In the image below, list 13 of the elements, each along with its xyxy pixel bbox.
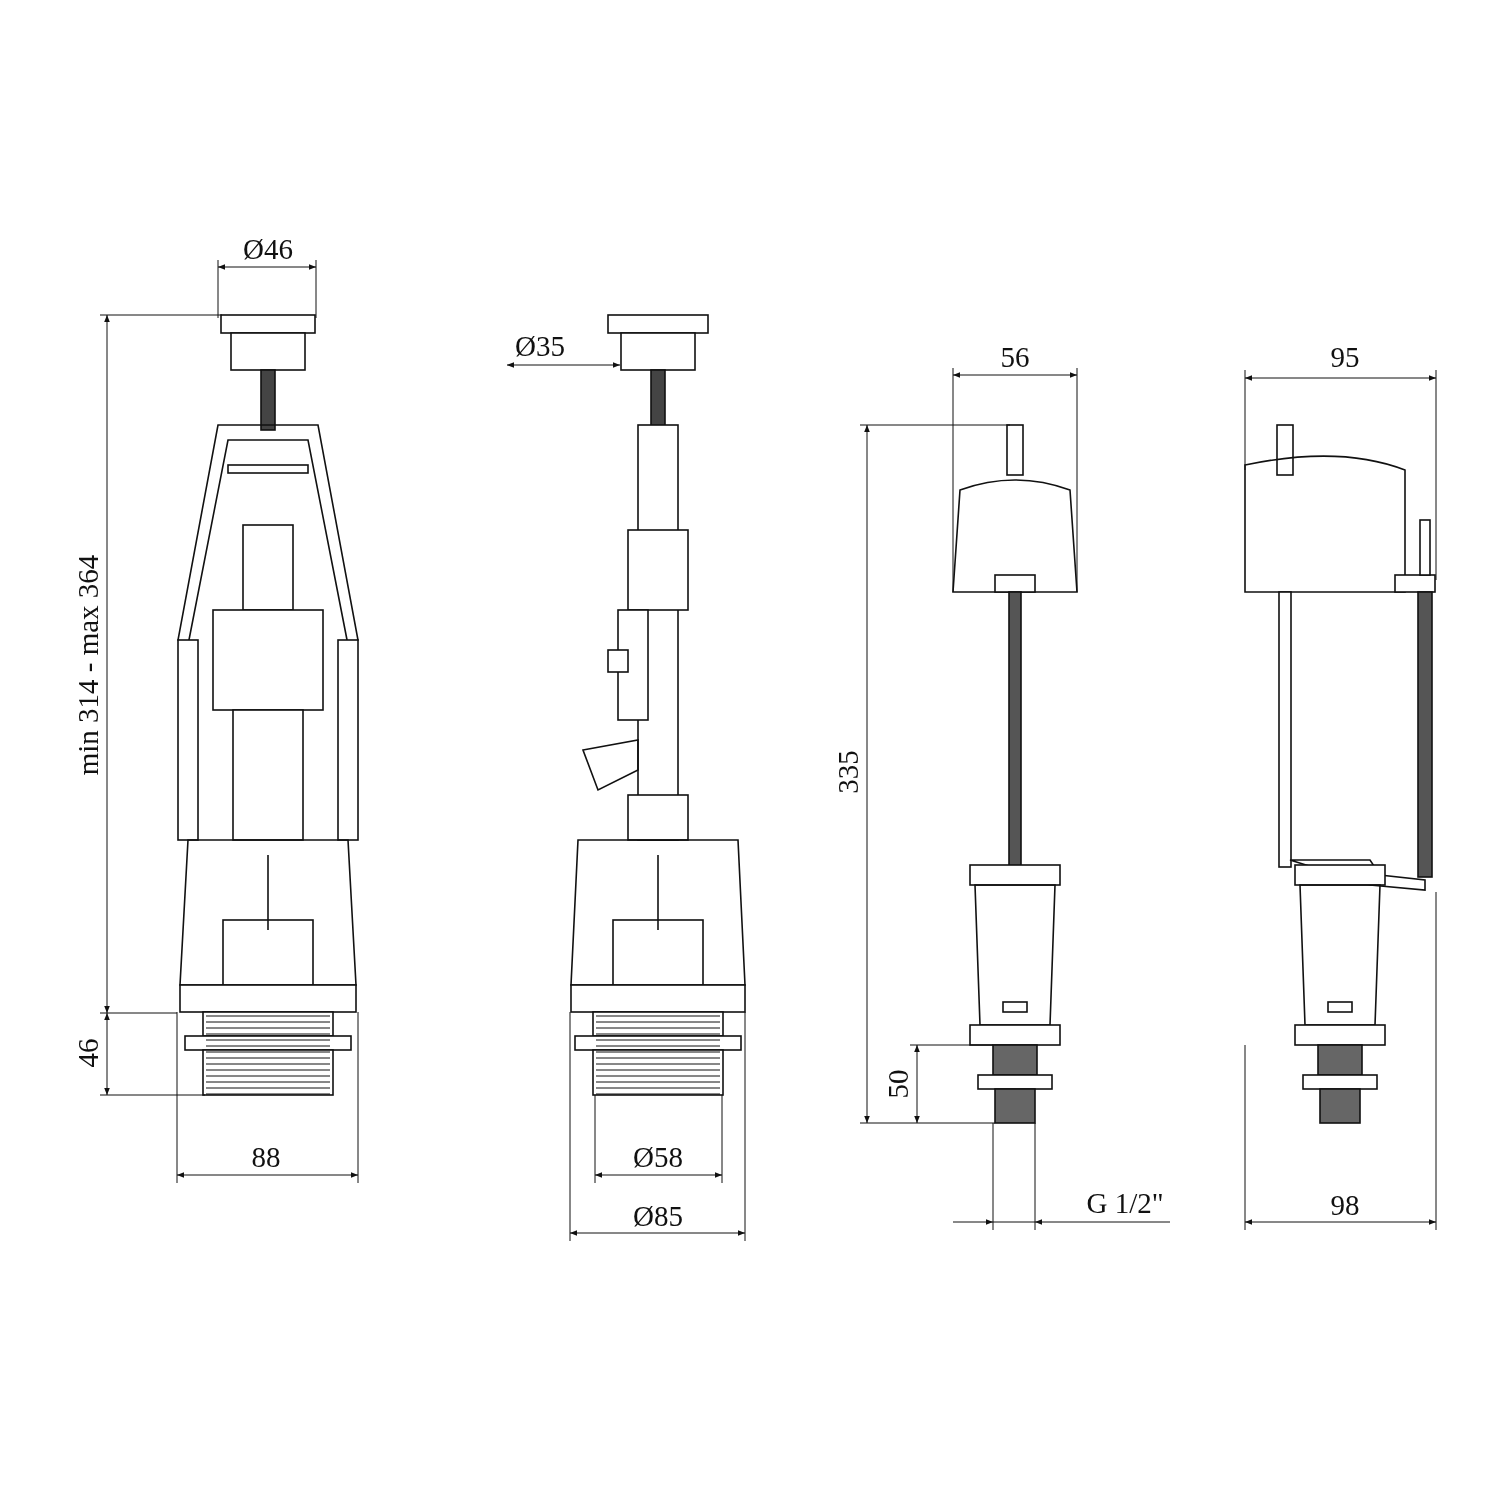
- dimension-label: 98: [1330, 1190, 1360, 1220]
- dimension-label: Ø58: [633, 1142, 683, 1172]
- dimension-label: 50: [883, 1069, 913, 1099]
- dimension-label: 56: [1000, 342, 1030, 372]
- dimension-label: 95: [1330, 342, 1360, 372]
- dimension-label: Ø35: [515, 331, 565, 361]
- dimension-label: 46: [73, 1038, 103, 1068]
- dimension-label: 88: [251, 1142, 281, 1172]
- dimension-label: Ø46: [243, 234, 293, 264]
- dimension-label: Ø85: [633, 1201, 683, 1231]
- dimension-label: 335: [833, 750, 863, 794]
- dimension-label: min 314 - max 364: [73, 554, 103, 776]
- dimension-label: G 1/2": [1086, 1188, 1164, 1218]
